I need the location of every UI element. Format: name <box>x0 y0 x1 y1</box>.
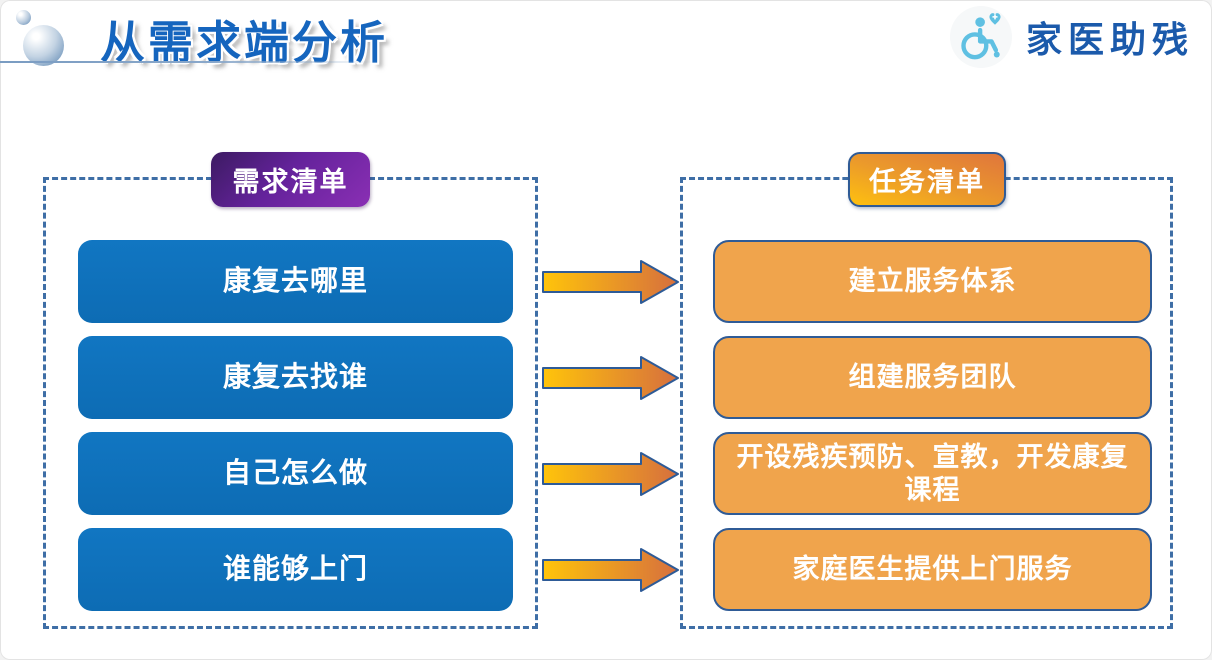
arrow-right-icon <box>541 258 681 306</box>
demand-panel-header: 需求清单 <box>211 152 370 207</box>
demand-item: 康复去找谁 <box>78 336 513 419</box>
demand-item: 自己怎么做 <box>78 432 513 515</box>
arrow-right-icon <box>541 546 681 594</box>
brand-name: 家医助残 <box>1025 20 1194 60</box>
task-item: 开设残疾预防、宣教，开发康复课程 <box>713 432 1152 515</box>
demand-item: 谁能够上门 <box>78 528 513 611</box>
demand-item: 康复去哪里 <box>78 240 513 323</box>
task-item: 家庭医生提供上门服务 <box>713 528 1152 611</box>
task-panel-header: 任务清单 <box>848 152 1006 207</box>
title-underline <box>0 61 378 63</box>
arrow-right-icon <box>541 354 681 402</box>
bubble-small <box>16 10 31 25</box>
bubble-large <box>23 25 64 66</box>
task-item: 组建服务团队 <box>713 336 1152 419</box>
wheelchair-heart-icon <box>949 6 1012 68</box>
page-title: 从需求端分析 <box>100 17 389 68</box>
task-item: 建立服务体系 <box>713 240 1152 323</box>
bubbles-logo-icon <box>10 8 74 68</box>
brand-logo: 家医助残 <box>949 6 1194 68</box>
arrow-right-icon <box>541 450 681 498</box>
